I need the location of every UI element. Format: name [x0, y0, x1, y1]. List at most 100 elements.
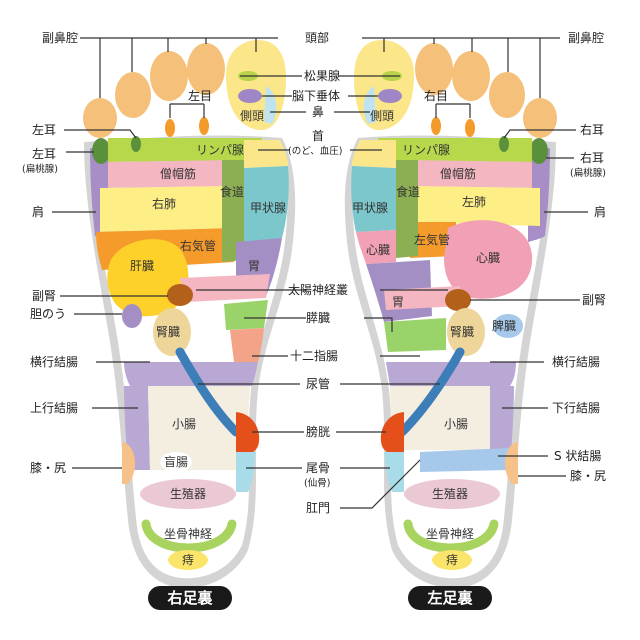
right-adrenal-zone [167, 284, 193, 306]
zone-esophagus-right: 食道 [220, 184, 244, 199]
label-duodenum: 十二指腸 [290, 348, 338, 363]
zone-spleen: 脾臓 [492, 318, 516, 333]
left-toe-third [452, 51, 490, 101]
zone-small-intestine-right: 小腸 [172, 417, 196, 431]
zone-thyroid-left: 甲状腺 [352, 201, 388, 215]
label-gallbladder: 胆のう [30, 307, 66, 321]
left-right-eye-dot-b [431, 117, 441, 135]
left-bladder-zone [380, 412, 404, 455]
label-right-eye: 右目 [424, 88, 448, 103]
right-bladder-zone [236, 412, 260, 455]
right-left-eye-dot-b [199, 117, 209, 135]
right-toe-fourth [115, 72, 151, 118]
zone-label-layer: 側頭 側頭 リンパ腺 リンパ腺 僧帽筋 僧帽筋 右肺 左肺 食道 食道 甲状腺 … [130, 109, 516, 567]
label-transverse-right: 横行結腸 [30, 355, 78, 369]
label-ureter: 尿管 [306, 376, 330, 391]
label-pineal: 松果腺 [304, 69, 340, 83]
zone-liver: 肝臓 [130, 259, 154, 273]
zone-genital-right: 生殖器 [170, 486, 206, 501]
right-toe-third [150, 51, 188, 101]
label-left-ear-top: 左耳 [32, 122, 56, 137]
right-cecum-zone [160, 452, 192, 472]
zone-stomach-right: 胃 [248, 259, 260, 273]
zone-heart-small: 心臓 [366, 243, 390, 257]
left-heart-zone [356, 230, 396, 264]
label-left-ear: 左耳 [32, 146, 56, 161]
zone-lymph-left: リンパ腺 [402, 143, 450, 157]
left-sigmoid-colon-zone [420, 448, 510, 472]
left-neck-zone [352, 140, 396, 168]
left-sciatic-arc [403, 519, 499, 553]
right-lymph-zone [108, 138, 262, 162]
label-layer: 副鼻腔 副鼻腔 頭部 松果腺 脳下垂体 鼻 首 (のど、血圧) 左目 右目 左耳… [22, 30, 606, 515]
label-sigmoid: S 状結腸 [554, 449, 601, 463]
left-trapezius-zone [408, 160, 532, 188]
label-coccyx: 尾骨 [306, 461, 330, 475]
left-small-intestine-zone [390, 386, 490, 450]
right-knee-zone [122, 442, 136, 484]
label-pituitary: 脳下垂体 [292, 89, 340, 103]
right-gallbladder-zone [122, 304, 142, 328]
right-solar-plexus-zone [180, 274, 270, 302]
zone-kidney-right: 腎臓 [156, 325, 180, 339]
label-sinus-right: 副鼻腔 [42, 30, 78, 45]
title-right-foot-pill [148, 586, 232, 610]
label-transverse-left: 横行結腸 [552, 355, 600, 369]
right-thyroid-zone [244, 166, 289, 242]
right-foot [83, 40, 296, 589]
label-neck-sub: (のど、血圧) [288, 145, 342, 157]
zone-small-intestine-left: 小腸 [444, 417, 468, 431]
right-toe-little [83, 98, 117, 138]
label-adrenal-right: 副腎 [32, 289, 56, 303]
left-coccyx-zone [384, 452, 404, 492]
right-toe-second [187, 43, 225, 95]
label-tonsil-right: (扁桃腺) [22, 163, 58, 175]
right-esophagus-zone [222, 160, 244, 262]
zone-lymph-right: リンパ腺 [196, 143, 244, 157]
left-knee-zone [504, 442, 518, 484]
right-neck-zone [244, 140, 288, 168]
zone-thyroid-right: 甲状腺 [250, 201, 286, 215]
label-bladder: 膀胱 [306, 424, 330, 439]
left-toe-little [523, 98, 557, 138]
label-right-ear: 右耳 [580, 150, 604, 165]
zone-sciatic-right: 坐骨神経 [164, 527, 212, 541]
label-head: 頭部 [305, 30, 329, 45]
left-adrenal-zone [445, 289, 471, 311]
left-ureter-path [397, 347, 465, 437]
zone-bronchus-left: 左気管 [414, 232, 450, 247]
label-shoulder-left: 肩 [594, 204, 606, 219]
left-thyroid-zone [351, 166, 396, 232]
zone-esophagus-left: 食道 [396, 184, 420, 199]
right-genital-zone [140, 479, 236, 509]
title-right-foot-label: 右足裏 [167, 589, 213, 607]
title-left-foot-pill [408, 586, 492, 610]
right-ear-zone [92, 138, 110, 164]
zone-lung-right: 右肺 [152, 196, 176, 211]
left-right-ear-dot [499, 136, 509, 152]
left-spleen-zone [493, 314, 523, 338]
label-descending-colon: 下行結腸 [552, 401, 600, 415]
zone-heart-large: 心臓 [476, 251, 500, 265]
label-right-ear-top: 右耳 [580, 122, 604, 137]
left-heart-large-zone [444, 220, 533, 299]
right-ureter-path [175, 347, 241, 437]
right-left-eye-dot-a [165, 119, 175, 137]
zone-temple-right: 側頭 [240, 109, 264, 123]
zone-genital-left: 生殖器 [432, 486, 468, 501]
label-tonsil-left: (扁桃腺) [570, 167, 606, 179]
right-pancreas-zone [224, 300, 268, 330]
left-solar-plexus-zone [384, 286, 460, 310]
zone-kidney-left: 腎臓 [450, 325, 474, 339]
right-trapezius-zone [108, 160, 232, 188]
left-hemorrhoid-zone [432, 550, 472, 570]
zone-temple-left: 側頭 [370, 109, 394, 123]
right-pituitary-dot [238, 89, 262, 103]
zone-trapezius-right: 僧帽筋 [160, 166, 196, 181]
leader-lines [52, 37, 588, 509]
left-lymph-zone [378, 138, 532, 162]
label-pancreas: 膵臓 [306, 311, 330, 325]
right-small-intestine-zone [148, 386, 250, 470]
label-left-eye: 左目 [188, 88, 212, 103]
